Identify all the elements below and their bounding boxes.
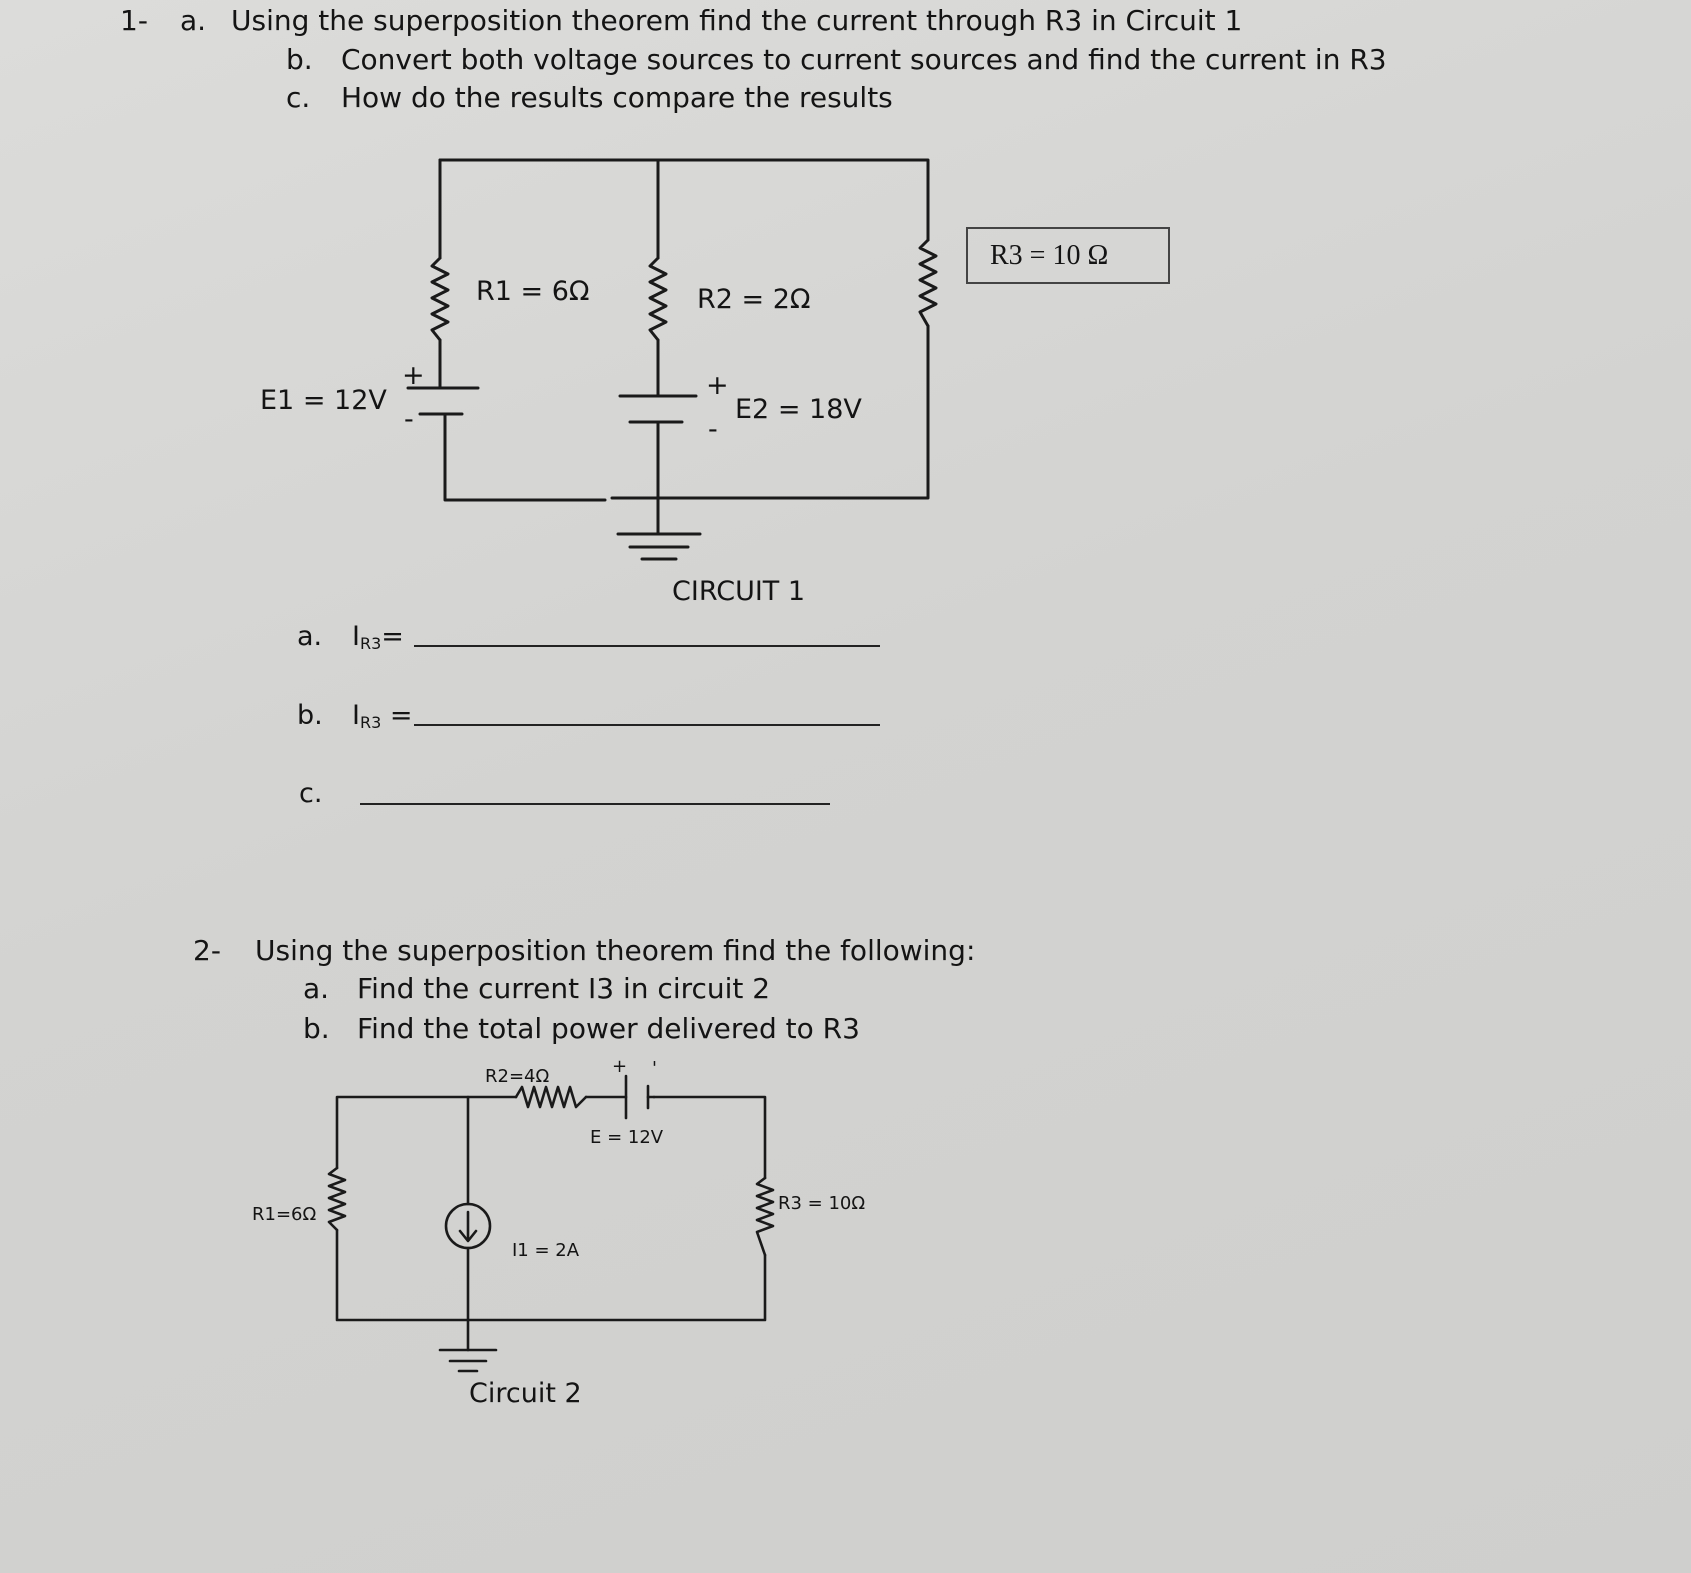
circuit-2-r3-resistor — [755, 1176, 775, 1257]
problem-1b-text: Convert both voltage sources to current … — [341, 43, 1387, 76]
answer-a-line[interactable] — [414, 645, 880, 647]
problem-1c-marker: c. — [286, 81, 311, 114]
problem-1a-marker: a. — [180, 4, 207, 37]
circuit-2-r3-label: R3 = 10Ω — [778, 1193, 866, 1214]
circuit-1-r2-label: R2 = 2Ω — [697, 284, 811, 315]
circuit-2-i1-label: I1 = 2A — [512, 1240, 580, 1261]
circuit-1-e2-minus: - — [708, 414, 718, 445]
circuit-2-e-tick: ' — [652, 1058, 657, 1079]
answer-b-line[interactable] — [414, 724, 880, 726]
problem-2-number: 2- — [193, 934, 221, 967]
circuit-2-r2-resistor — [514, 1085, 588, 1109]
answer-c-line[interactable] — [360, 803, 830, 805]
circuit-2-r1-resistor — [327, 1166, 347, 1232]
circuit-1-e2-battery — [618, 394, 698, 424]
circuit-1-r2-resistor — [648, 256, 668, 342]
problem-2b-text: Find the total power delivered to R3 — [357, 1012, 860, 1045]
answer-b-marker: b. — [297, 700, 323, 731]
answer-c-marker: c. — [299, 778, 323, 809]
circuit-1-r3-label: R3 = 10 Ω — [990, 240, 1109, 271]
circuit-1-e2-plus: + — [706, 370, 729, 401]
circuit-2-battery — [624, 1074, 656, 1120]
problem-2a-marker: a. — [303, 972, 330, 1005]
circuit-2-e-plus: + — [612, 1056, 628, 1077]
circuit-1-r1-label: R1 = 6Ω — [476, 276, 590, 307]
problem-1c-text: How do the results compare the results — [341, 81, 893, 114]
circuit-2-e-label: E = 12V — [590, 1127, 664, 1148]
answer-a-label: IR3= — [352, 621, 404, 653]
circuit-2-wiring — [335, 1095, 767, 1352]
circuit-2-r1-label: R1=6Ω — [252, 1204, 317, 1225]
circuit-2-caption: Circuit 2 — [469, 1378, 582, 1409]
circuit-1-r3-resistor — [918, 238, 938, 328]
circuit-1-r3-box — [966, 227, 1170, 284]
problem-1a-text: Using the superposition theorem find the… — [231, 4, 1243, 37]
circuit-1-e1-battery — [406, 386, 480, 416]
problem-2a-text: Find the current I3 in circuit 2 — [357, 972, 771, 1005]
circuit-2-ground-icon — [438, 1348, 498, 1373]
circuit-1-e2-label: E2 = 18V — [735, 394, 862, 425]
answer-b-label: IR3 = — [352, 700, 413, 732]
circuit-2-current-source-icon — [444, 1202, 492, 1250]
circuit-2-r2-label: R2=4Ω — [485, 1066, 550, 1087]
problem-1-number: 1- — [120, 4, 148, 37]
problem-2b-marker: b. — [303, 1012, 330, 1045]
answer-a-marker: a. — [297, 621, 323, 652]
problem-1b-marker: b. — [286, 43, 313, 76]
circuit-1-e1-label: E1 = 12V — [260, 385, 387, 416]
circuit-1-e1-plus: + — [402, 360, 425, 391]
circuit-1-e1-minus: - — [404, 404, 414, 435]
circuit-1-wiring — [438, 158, 930, 536]
circuit-1-caption: CIRCUIT 1 — [672, 576, 806, 607]
circuit-1-r1-resistor — [430, 256, 450, 342]
problem-2-text: Using the superposition theorem find the… — [255, 934, 976, 967]
circuit-1-ground-icon — [616, 532, 702, 561]
